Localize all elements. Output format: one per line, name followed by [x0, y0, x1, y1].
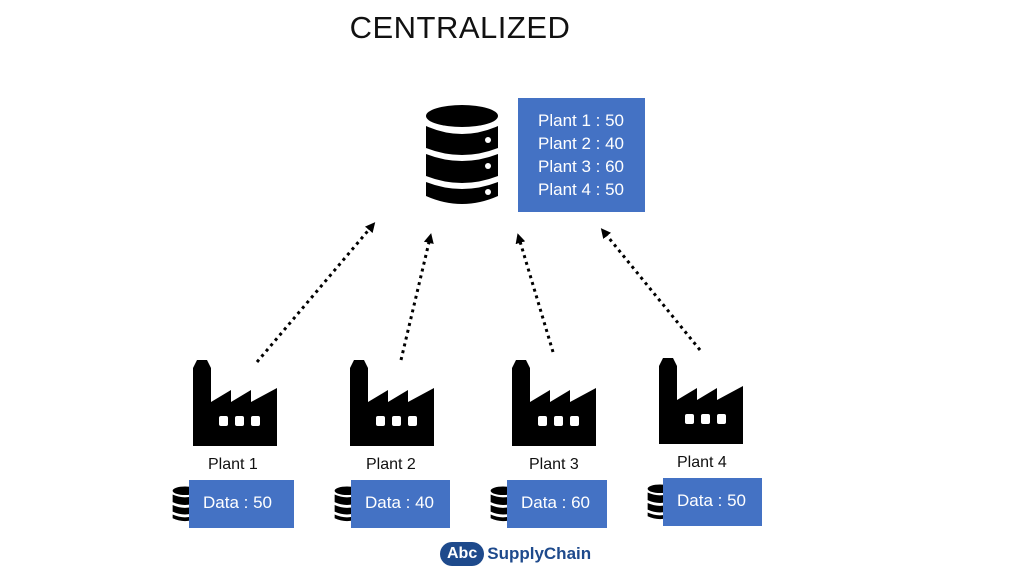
factory-icon: [193, 360, 277, 446]
central-summary-box: Plant 1 : 50 Plant 2 : 40 Plant 3 : 60 P…: [518, 98, 645, 212]
plant-1-data-box: Data : 50: [189, 480, 294, 528]
summary-line-plant-1: Plant 1 : 50: [538, 111, 625, 130]
summary-line-plant-4: Plant 4 : 50: [538, 180, 625, 199]
summary-line-plant-2: Plant 2 : 40: [538, 134, 625, 153]
diagram-title: CENTRALIZED: [349, 10, 571, 45]
factory-icon: [350, 360, 434, 446]
arrow-plant-1: [255, 222, 376, 363]
plant-4-data-box: Data : 50: [663, 478, 762, 526]
logo-badge: Abc: [440, 542, 485, 566]
brand-logo: Abc SupplyChain: [440, 540, 591, 568]
plant-2-label: Plant 2: [366, 456, 416, 473]
plant-2-data-box: Data : 40: [351, 480, 450, 528]
factory-icon: [512, 360, 596, 446]
factory-icon: [659, 358, 743, 444]
summary-line-plant-3: Plant 3 : 60: [538, 157, 625, 176]
arrow-plant-3: [515, 233, 555, 353]
plant-3-label: Plant 3: [529, 456, 579, 473]
arrow-plant-4: [600, 228, 702, 351]
plant-3-data-box: Data : 60: [507, 480, 607, 528]
database-icon: [426, 105, 498, 204]
plant-1-label: Plant 1: [208, 456, 258, 473]
plant-4-label: Plant 4: [677, 454, 727, 471]
arrow-plant-2: [399, 233, 434, 361]
logo-text: SupplyChain: [487, 544, 592, 563]
